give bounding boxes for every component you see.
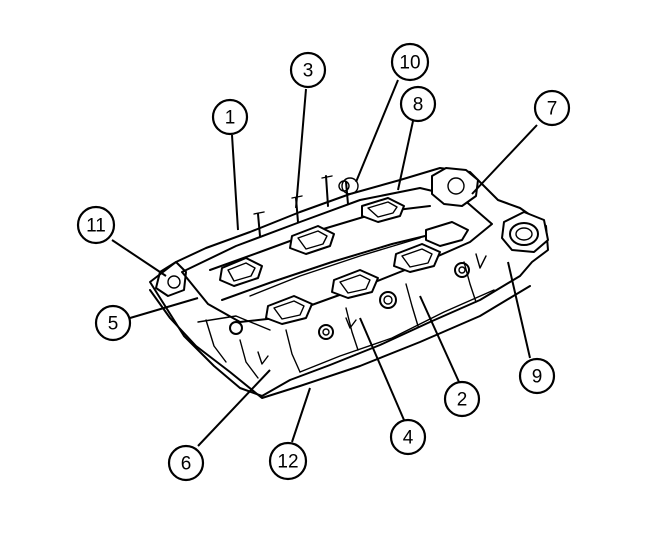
callout-9-label: 9 [532, 367, 543, 388]
left-end-cap [155, 261, 187, 297]
plenum-ridge-mid [249, 237, 421, 297]
thermostat-housing [431, 167, 479, 207]
callout-10: 10 [390, 42, 430, 82]
leader-2 [419, 295, 460, 383]
lower-bosses [229, 253, 487, 365]
callout-3-label: 3 [303, 61, 314, 82]
manifold-drawing [149, 167, 549, 399]
callout-10-label: 10 [399, 53, 420, 74]
callout-7: 7 [533, 89, 571, 127]
manifold-bottom-rail [149, 285, 531, 399]
callout-2: 2 [443, 380, 481, 418]
callout-9: 9 [518, 357, 556, 395]
callout-2-label: 2 [457, 390, 468, 411]
callout-1-label: 1 [225, 108, 236, 129]
leader-lines [111, 79, 538, 447]
callout-4-label: 4 [403, 428, 414, 449]
callout-12-label: 12 [277, 452, 298, 473]
manifold-top-deck [181, 187, 493, 323]
callout-11: 11 [76, 205, 116, 245]
top-studs [253, 175, 359, 237]
leader-4 [359, 317, 405, 421]
leader-8 [397, 120, 414, 191]
leader-5 [129, 297, 199, 319]
leader-3 [295, 88, 307, 209]
plenum-ridge-lower [221, 229, 451, 301]
callout-8-label: 8 [413, 95, 424, 116]
callout-12: 12 [268, 441, 308, 481]
callout-8: 8 [399, 85, 437, 123]
upper-port-row [219, 197, 469, 287]
callout-6: 6 [167, 444, 205, 482]
leader-7 [471, 124, 538, 195]
leader-10 [355, 79, 399, 183]
callout-1: 1 [211, 98, 249, 136]
callout-5-label: 5 [108, 314, 119, 335]
leader-11 [111, 239, 167, 277]
callout-3: 3 [289, 51, 327, 89]
runner-ribs [197, 261, 495, 379]
callout-7-label: 7 [547, 99, 558, 120]
leader-1 [231, 134, 239, 231]
lower-port-row [265, 243, 441, 325]
leader-6 [197, 369, 271, 447]
callout-11-label: 11 [86, 216, 106, 237]
leader-12 [291, 387, 311, 443]
callout-5: 5 [94, 304, 132, 342]
left-bolt-hole [167, 275, 181, 289]
callout-6-label: 6 [181, 454, 192, 475]
thermostat-opening [447, 177, 465, 195]
coolant-outlet-bore [509, 222, 539, 246]
leader-9 [507, 261, 531, 359]
callout-4: 4 [389, 418, 427, 456]
